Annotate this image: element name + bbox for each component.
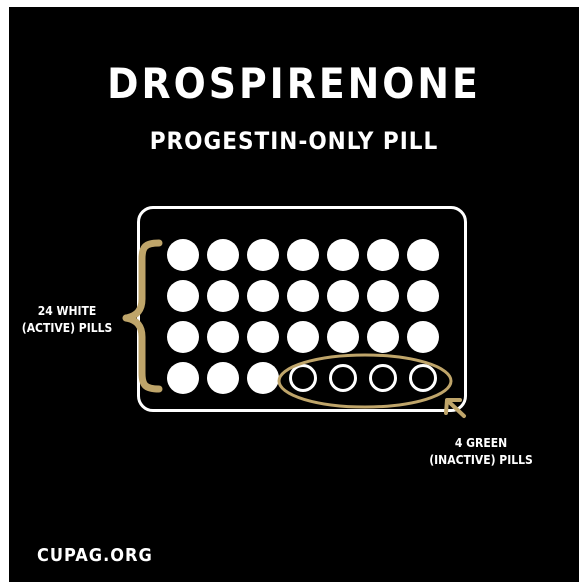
- active-pill: [287, 280, 319, 312]
- arrow-up-left-icon: [444, 398, 466, 418]
- inactive-pill: [409, 364, 437, 392]
- active-pill: [247, 280, 279, 312]
- active-pill: [207, 362, 239, 394]
- active-pill: [367, 321, 399, 353]
- active-pill: [407, 280, 439, 312]
- active-pill: [247, 239, 279, 271]
- active-pill: [327, 321, 359, 353]
- pill-grid: [167, 239, 439, 394]
- inactive-pill: [289, 364, 317, 392]
- active-pill: [207, 321, 239, 353]
- active-pills-label: 24 WHITE (ACTIVE) PILLS: [13, 303, 121, 337]
- active-pills-label-line1: 24 WHITE: [37, 304, 97, 318]
- active-pill: [407, 239, 439, 271]
- inactive-pills-label: 4 GREEN (INACTIVE) PILLS: [429, 435, 533, 469]
- active-pill: [167, 321, 199, 353]
- page-subtitle: PROGESTIN-ONLY PILL: [149, 127, 439, 155]
- active-pill: [367, 239, 399, 271]
- active-pill: [207, 239, 239, 271]
- inactive-pills-label-line2: (INACTIVE) PILLS: [429, 453, 533, 467]
- annotation-overlay: [122, 239, 466, 418]
- active-pill: [407, 321, 439, 353]
- inactive-pill: [329, 364, 357, 392]
- inactive-pill: [369, 364, 397, 392]
- inactive-pills-label-line1: 4 GREEN: [454, 436, 508, 450]
- active-pill: [207, 280, 239, 312]
- active-pill: [247, 362, 279, 394]
- active-pill: [287, 239, 319, 271]
- active-pill: [167, 239, 199, 271]
- active-pill: [367, 280, 399, 312]
- footer-url: CUPAG.ORG: [37, 545, 153, 566]
- active-pill: [327, 280, 359, 312]
- curly-brace-icon: [122, 239, 163, 393]
- active-pill: [287, 321, 319, 353]
- active-pill: [167, 362, 199, 394]
- inactive-pills-circle: [277, 353, 453, 409]
- active-pills-label-line2: (ACTIVE) PILLS: [21, 321, 113, 335]
- active-pill: [247, 321, 279, 353]
- active-pill: [167, 280, 199, 312]
- page-title: DROSPIRENONE: [107, 59, 481, 108]
- active-pill: [327, 239, 359, 271]
- infographic-frame: DROSPIRENONE PROGESTIN-ONLY PILL 24 WHIT…: [9, 7, 579, 582]
